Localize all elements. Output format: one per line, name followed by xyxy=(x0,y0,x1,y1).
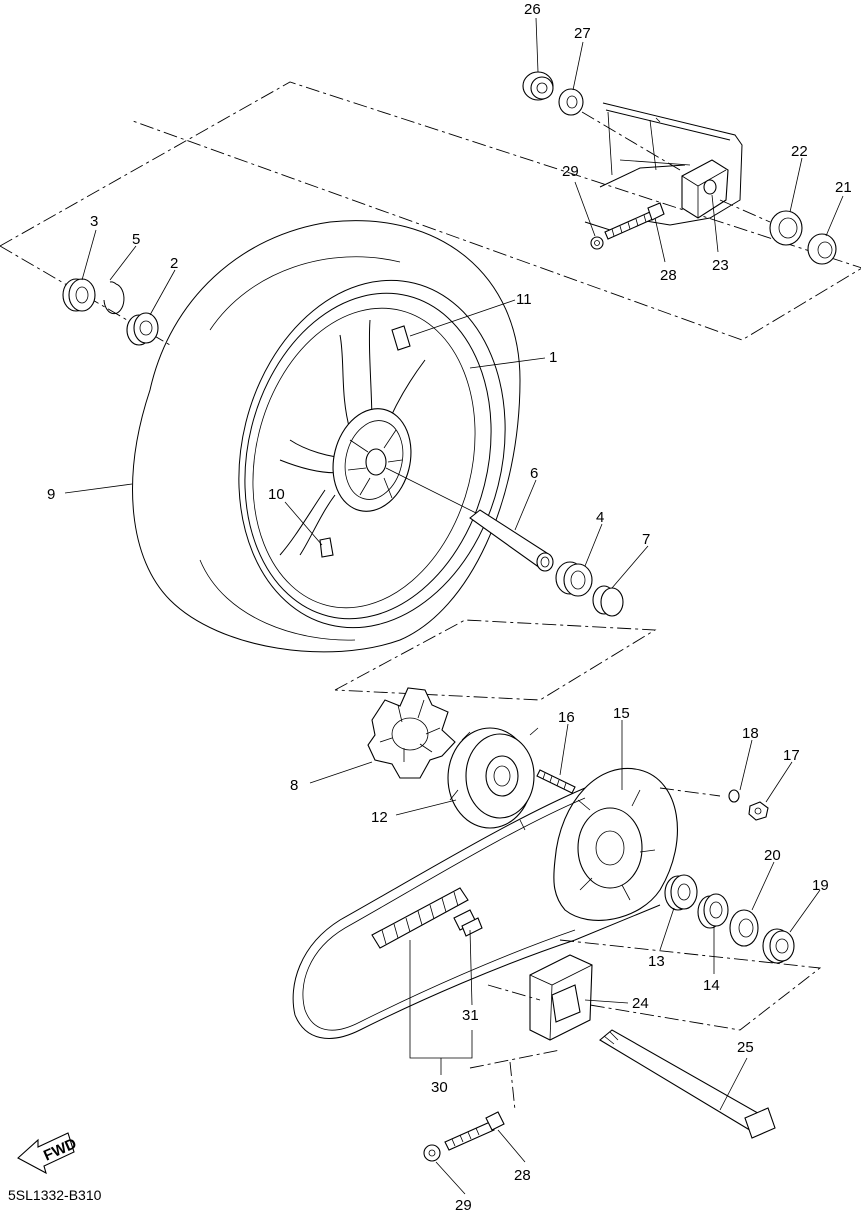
fwd-label: FWD xyxy=(41,1135,79,1164)
collar-19 xyxy=(762,928,795,964)
needle-bearing-4 xyxy=(555,561,593,597)
nut-top xyxy=(590,236,604,250)
callout-11: 11 xyxy=(516,291,532,308)
collar-7 xyxy=(592,585,624,617)
leader-lines xyxy=(64,17,844,1195)
chain-puller-24 xyxy=(529,954,593,1041)
centerlines xyxy=(469,111,771,1111)
callout-17: 17 xyxy=(783,747,800,764)
callout-20: 20 xyxy=(764,847,781,864)
rear-axle-25 xyxy=(599,1029,776,1139)
callout-27: 27 xyxy=(574,25,591,42)
callout-21: 21 xyxy=(835,179,852,196)
rear-wheel xyxy=(132,220,521,653)
nut-bottom xyxy=(423,1144,441,1162)
bearing-2 xyxy=(126,312,159,346)
clutch-hub-12 xyxy=(447,727,539,831)
bearing-14 xyxy=(697,893,729,929)
callout-4: 4 xyxy=(596,509,604,526)
callout-29-bottom: 29 xyxy=(455,1197,472,1210)
callout-26: 26 xyxy=(524,1,541,18)
callout-3: 3 xyxy=(90,213,98,230)
callout-24: 24 xyxy=(632,995,649,1012)
collar-21 xyxy=(807,233,837,265)
callout-10: 10 xyxy=(268,486,285,503)
callout-2: 2 xyxy=(170,255,178,272)
callout-1: 1 xyxy=(549,349,557,366)
assembly-outline-sprocket xyxy=(559,939,822,1031)
master-link-31 xyxy=(453,909,483,937)
sprocket-15 xyxy=(553,768,678,921)
callout-14: 14 xyxy=(703,977,720,994)
oil-seal-20 xyxy=(729,909,759,947)
adjuster-bolt-bottom xyxy=(444,1111,505,1151)
washer-27 xyxy=(558,88,584,116)
callout-19: 19 xyxy=(812,877,829,894)
callout-30: 30 xyxy=(431,1079,448,1096)
nut-17 xyxy=(748,801,769,821)
bearing-3 xyxy=(62,278,96,312)
callout-7: 7 xyxy=(642,531,650,548)
callout-28-bottom: 28 xyxy=(514,1167,531,1184)
callout-15: 15 xyxy=(613,705,630,722)
drive-chain-30 xyxy=(292,787,661,1039)
callout-18: 18 xyxy=(742,725,759,742)
callout-29-top: 29 xyxy=(562,163,579,180)
callout-5: 5 xyxy=(132,231,140,248)
chain-puller-block xyxy=(681,159,729,219)
lock-washer-18 xyxy=(728,789,740,803)
callout-numbers: 1 2 3 4 5 6 7 8 9 10 11 12 13 14 15 16 1… xyxy=(47,1,852,1210)
assembly-outline-hub xyxy=(334,619,657,701)
assembly-outline-top xyxy=(0,81,861,346)
drawing-code: 5SL1332-B310 xyxy=(8,1187,102,1203)
damper-8 xyxy=(367,687,456,779)
callout-31: 31 xyxy=(462,1007,479,1024)
adjuster-bolt-top xyxy=(604,202,665,240)
callout-28-top: 28 xyxy=(660,267,677,284)
callout-12: 12 xyxy=(371,809,388,826)
callout-22: 22 xyxy=(791,143,808,160)
bearing-13 xyxy=(664,874,698,911)
spacer-6 xyxy=(469,509,554,572)
callout-8: 8 xyxy=(290,777,298,794)
callout-23: 23 xyxy=(712,257,729,274)
callout-6: 6 xyxy=(530,465,538,482)
callout-25: 25 xyxy=(737,1039,754,1056)
nut-26 xyxy=(522,71,554,101)
stud-bolt-16 xyxy=(536,769,576,794)
callout-9: 9 xyxy=(47,486,55,503)
circlip-5 xyxy=(103,281,125,315)
oil-seal-22 xyxy=(769,210,803,246)
callout-13: 13 xyxy=(648,953,665,970)
fwd-arrow-icon: FWD xyxy=(17,1132,79,1175)
callout-16: 16 xyxy=(558,709,575,726)
